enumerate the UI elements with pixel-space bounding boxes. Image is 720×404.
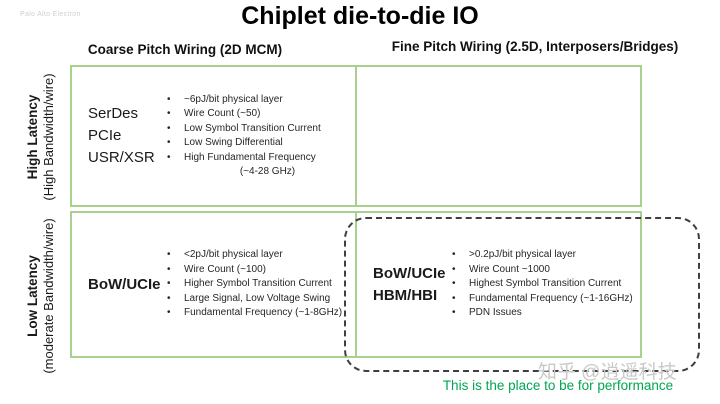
row-label-low-latency-subtitle: (moderate Bandwidth/wire) bbox=[41, 218, 56, 374]
bullet-continuation: (~4-28 GHz) bbox=[239, 166, 296, 177]
bullet-item: Fundamental Frequency (~1-16GHz) bbox=[449, 292, 636, 307]
cell-br-label: HBM/HBI bbox=[373, 286, 438, 304]
row-label-low-latency-title: Low Latency bbox=[25, 255, 40, 337]
cell-tl-label: PCIe bbox=[88, 127, 122, 144]
bullet-item: >0.2pJ/bit physical layer bbox=[449, 248, 636, 263]
bullet-item: Wire Count (~100) bbox=[164, 263, 351, 278]
brand-watermark: Palo Alto Electron bbox=[20, 11, 81, 18]
row-label-high-latency: High Latency (High Bandwidth/wire) bbox=[25, 73, 57, 200]
row-label-high-latency-title: High Latency bbox=[25, 94, 40, 180]
cell-high-latency-fine-pitch bbox=[355, 65, 642, 207]
cell-low-latency-coarse-pitch: BoW/UCIe <2pJ/bit physical layer Wire Co… bbox=[70, 211, 357, 358]
zhihu-watermark: 知乎 @逍遥科技 bbox=[538, 362, 677, 383]
bullet-item: Higher Symbol Transition Current bbox=[164, 277, 351, 292]
cell-br-labels: BoW/UCIe HBM/HBI bbox=[357, 263, 449, 307]
cell-tl-labels: SerDes PCIe USR/XSR bbox=[72, 103, 164, 169]
column-header-coarse-pitch: Coarse Pitch Wiring (2D MCM) bbox=[87, 42, 283, 57]
bullet-item: Low Symbol Transition Current bbox=[164, 122, 351, 137]
cell-low-latency-fine-pitch: BoW/UCIe HBM/HBI >0.2pJ/bit physical lay… bbox=[355, 211, 642, 358]
cell-tl-bullet-list: ~6pJ/bit physical layer Wire Count (~50)… bbox=[164, 93, 355, 180]
performance-highlight-box bbox=[344, 217, 700, 372]
cell-tl-label: SerDes bbox=[88, 105, 139, 122]
bullet-item: Wire Count (~50) bbox=[164, 107, 351, 122]
bullet-item: Fundamental Frequency (~1-8GHz) bbox=[164, 306, 351, 321]
bullet-item: <2pJ/bit physical layer bbox=[164, 248, 351, 263]
cell-bl-labels: BoW/UCIe bbox=[72, 274, 164, 296]
cell-br-bullet-list: >0.2pJ/bit physical layer Wire Count ~10… bbox=[449, 248, 640, 321]
cell-tl-label: USR/XSR bbox=[88, 149, 155, 166]
row-label-low-latency: Low Latency (moderate Bandwidth/wire) bbox=[25, 218, 57, 373]
cell-bl-bullet-list: <2pJ/bit physical layer Wire Count (~100… bbox=[164, 248, 355, 321]
bullet-item: Large Signal, Low Voltage Swing bbox=[164, 292, 351, 307]
bullet-item: Wire Count ~1000 bbox=[449, 263, 636, 278]
bullet-item: ~6pJ/bit physical layer bbox=[164, 93, 351, 108]
page-title: Chiplet die-to-die IO bbox=[241, 2, 479, 30]
bullet-item: Highest Symbol Transition Current bbox=[449, 277, 636, 292]
bullet-item: Low Swing Differential bbox=[164, 136, 351, 151]
performance-caption: This is the place to be for performance bbox=[442, 378, 674, 393]
cell-high-latency-coarse-pitch: SerDes PCIe USR/XSR ~6pJ/bit physical la… bbox=[70, 65, 357, 207]
column-header-fine-pitch: Fine Pitch Wiring (2.5D, Interposers/Bri… bbox=[391, 39, 679, 54]
cell-bl-label: BoW/UCIe bbox=[88, 275, 161, 293]
row-label-high-latency-subtitle: (High Bandwidth/wire) bbox=[41, 73, 56, 201]
cell-br-label: BoW/UCIe bbox=[373, 264, 446, 282]
bullet-item: PDN Issues bbox=[449, 306, 636, 321]
bullet-item: High Fundamental Frequency bbox=[164, 151, 351, 166]
